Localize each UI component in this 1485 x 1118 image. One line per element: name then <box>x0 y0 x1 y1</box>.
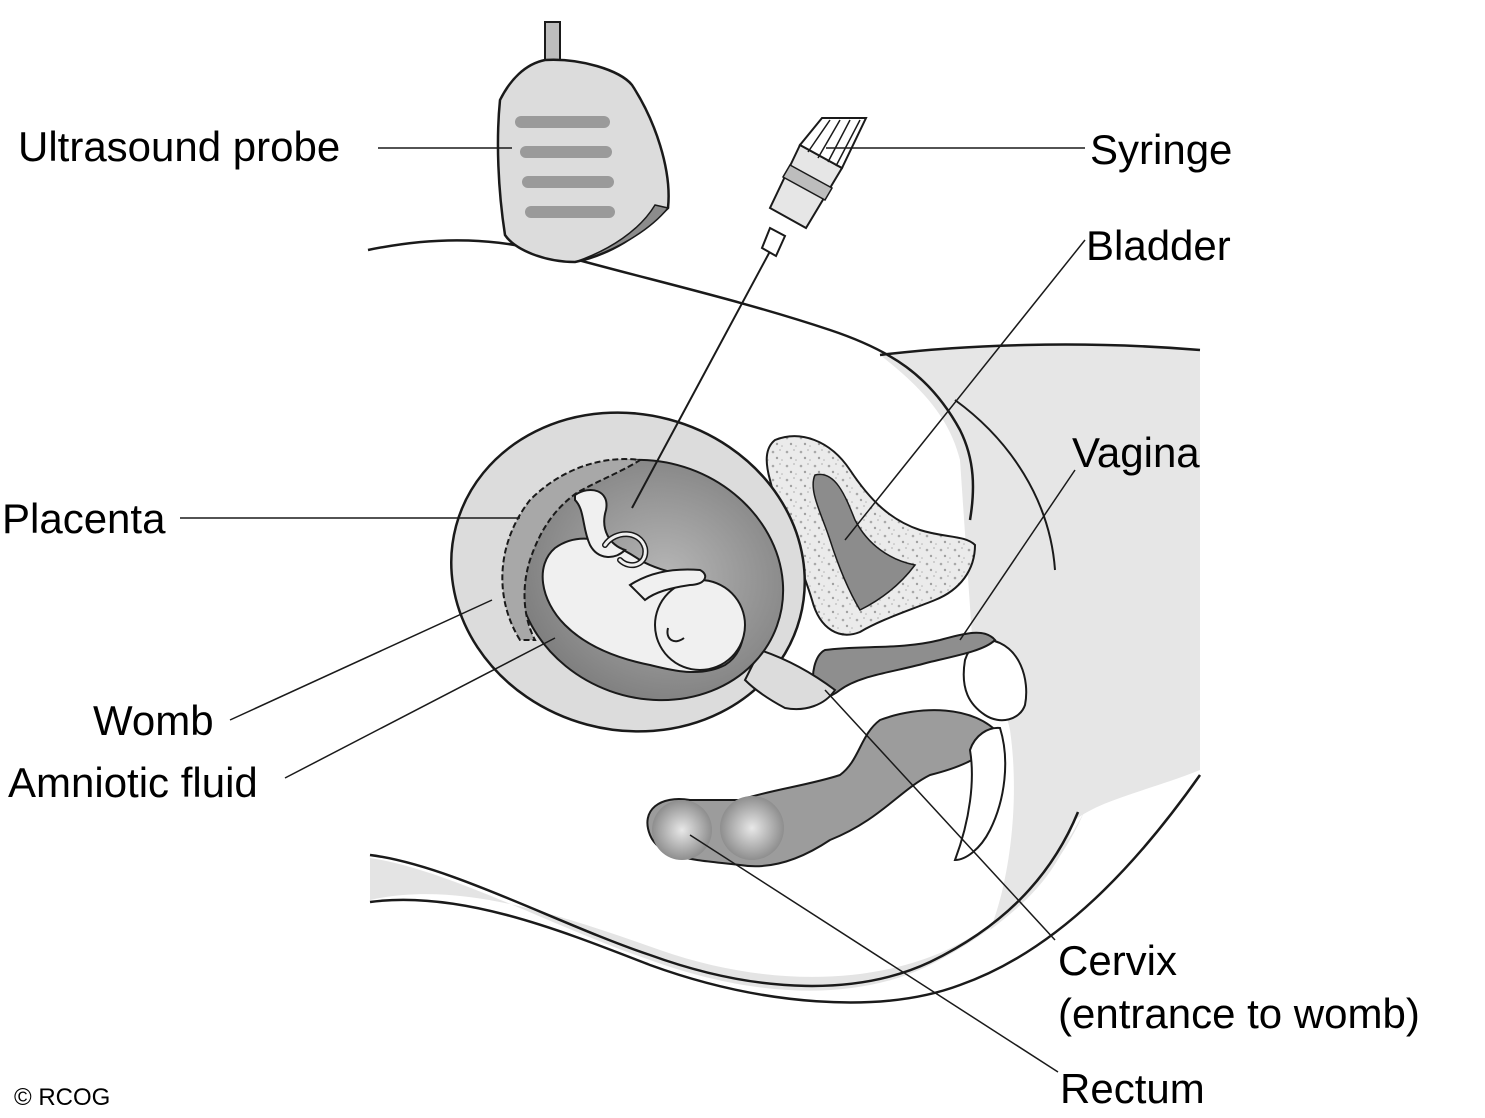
fetus-arm <box>628 568 707 602</box>
fetus-ear <box>666 627 685 643</box>
abdomen-outline <box>367 239 975 521</box>
label-syringe: Syringe <box>1090 126 1233 173</box>
back-outline <box>879 343 1201 357</box>
syringe <box>631 117 868 509</box>
label-womb: Womb <box>93 697 214 744</box>
thigh-outline-upper <box>369 811 1080 988</box>
label-placenta: Placenta <box>2 495 166 542</box>
leader-lines <box>180 147 1086 1073</box>
syringe-needle <box>631 241 776 509</box>
probe-cable <box>544 21 561 61</box>
copyright-notice: © RCOG <box>14 1084 111 1111</box>
leader-amniotic-fluid <box>284 637 556 779</box>
bladder-lumen <box>812 473 917 611</box>
umbilical-cord-core <box>603 532 647 567</box>
label-rectum: Rectum <box>1060 1065 1205 1112</box>
leader-cervix <box>824 689 1056 941</box>
ultrasound-probe <box>496 21 670 264</box>
label-vagina: Vagina <box>1072 429 1200 476</box>
label-amniotic-fluid: Amniotic fluid <box>8 759 258 806</box>
sacrum-bone <box>953 726 1007 862</box>
syringe-hub <box>760 226 787 258</box>
leader-womb <box>229 599 493 721</box>
label-bladder: Bladder <box>1086 222 1231 269</box>
rectum-bulge-2 <box>720 796 784 860</box>
leader-bladder <box>844 239 1086 541</box>
placenta-shape <box>501 458 643 641</box>
back-region <box>880 344 1200 930</box>
back-curve <box>954 399 1056 571</box>
syringe-band <box>781 163 834 202</box>
fetus-head <box>654 579 746 671</box>
leader-rectum <box>689 834 1059 1073</box>
label-ultrasound-probe: Ultrasound probe <box>18 123 341 170</box>
leader-vagina <box>959 469 1076 641</box>
thigh-outline-lower <box>369 774 1202 1004</box>
syringe-plunger <box>798 117 868 170</box>
label-cervix: Cervix <box>1058 937 1178 984</box>
rectum-bulge-1 <box>652 800 712 860</box>
cervix-shape <box>743 648 837 710</box>
probe-side <box>574 204 670 263</box>
label-cervix-note: (entrance to womb) <box>1058 990 1420 1037</box>
fetus-limbs <box>574 489 627 558</box>
